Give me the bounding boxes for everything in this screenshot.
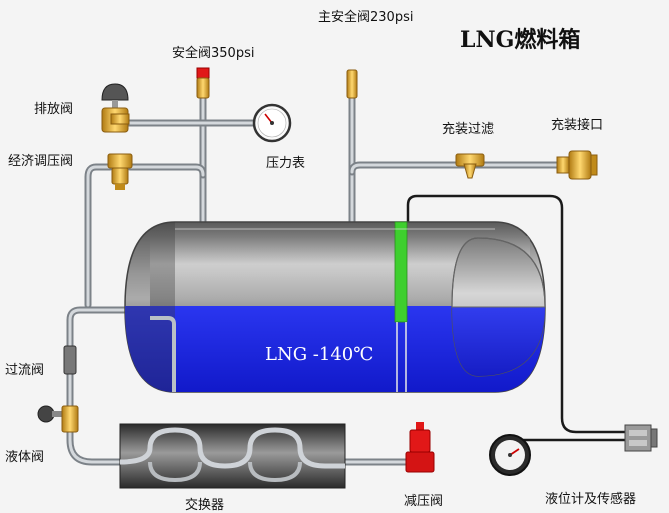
- safety-valve-label: 安全阀350psi: [172, 46, 255, 61]
- heat-exchanger: [119, 423, 346, 489]
- economizer-valve: [107, 153, 133, 190]
- level-gauge-dial: [489, 434, 531, 476]
- inner-vessel-end: [451, 237, 546, 377]
- vent-valve: [101, 83, 130, 133]
- lng-tank: [124, 221, 546, 393]
- pressure-reducing-valve: [405, 422, 435, 473]
- main-safety-valve-label: 主安全阀230psi: [318, 10, 414, 25]
- safety-valve: [196, 67, 210, 99]
- heat-exchanger-label: 交换器: [185, 498, 225, 513]
- vent-valve-label: 排放阀: [34, 102, 74, 117]
- level-gauge-sensor-label: 液位计及传感器: [545, 492, 637, 507]
- pressure-gauge: [252, 103, 292, 143]
- pressure-reducing-valve-label: 减压阀: [404, 494, 444, 509]
- excess-flow-valve-label: 过流阀: [5, 363, 45, 378]
- diagram-title: LNG燃料箱: [460, 27, 581, 53]
- liquid-valve-label: 液体阀: [5, 450, 45, 465]
- lng-temperature-label: LNG -140℃: [265, 344, 374, 365]
- pressure-gauge-label: 压力表: [266, 156, 306, 171]
- fill-port: [556, 150, 598, 180]
- excess-flow-valve: [63, 345, 77, 375]
- economizer-valve-label: 经济调压阀: [8, 154, 74, 169]
- fill-filter-label: 充装过滤: [442, 122, 495, 137]
- liquid-valve: [37, 405, 79, 433]
- level-sensor: [624, 424, 658, 452]
- fill-port-label: 充装接口: [551, 118, 604, 133]
- main-safety-valve: [346, 69, 358, 99]
- level-tube: [394, 221, 408, 323]
- fill-filter: [455, 153, 485, 179]
- pipework: [66, 91, 627, 466]
